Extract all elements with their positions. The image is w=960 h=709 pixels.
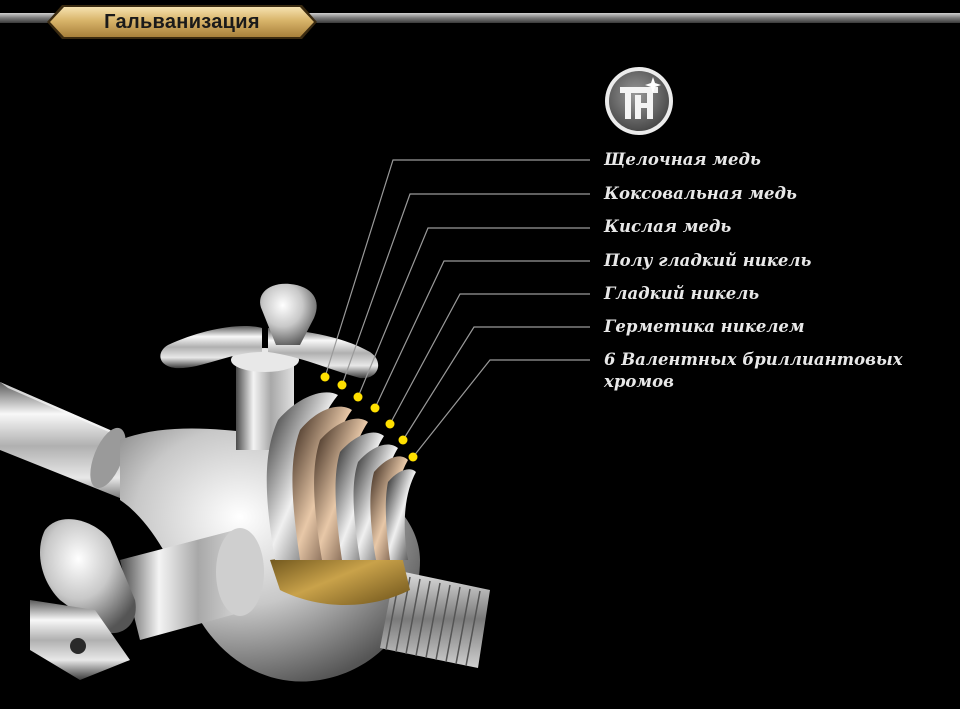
- leader-lines: [324, 159, 590, 458]
- layer-marker: [320, 372, 330, 382]
- layer-marker: [385, 419, 395, 429]
- layer-label-acid-copper: Кислая медь: [604, 217, 732, 236]
- page-title: Гальванизация: [104, 11, 260, 33]
- layer-markers: [320, 372, 418, 462]
- title-badge: Гальванизация: [46, 4, 318, 40]
- layer-marker: [408, 452, 418, 462]
- plating-layers: [266, 392, 416, 560]
- layer-marker: [337, 380, 347, 390]
- layer-label-semi-bright-nickel: Полу гладкий никель: [604, 251, 812, 270]
- layer-label-coking-copper: Коксовальная медь: [604, 184, 797, 203]
- layer-label-alkaline-copper: Щелочная медь: [604, 150, 761, 169]
- layer-label-nickel-seal: Герметика никелем: [604, 317, 805, 336]
- layer-label-chrome: 6 Валентных бриллиантовых хромов: [604, 350, 903, 391]
- layer-label-bright-nickel: Гладкий никель: [604, 284, 760, 303]
- header-bar: [0, 13, 960, 23]
- chrome-logo-icon: [605, 67, 673, 135]
- layer-marker: [370, 403, 380, 413]
- layer-marker: [353, 392, 363, 402]
- layer-marker: [398, 435, 408, 445]
